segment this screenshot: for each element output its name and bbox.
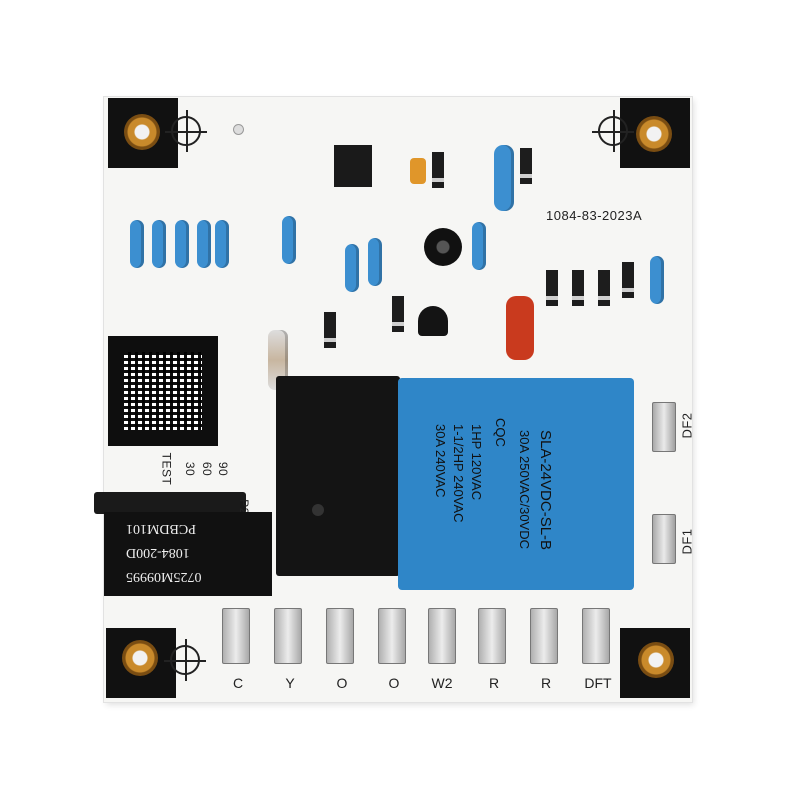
resistor [175, 220, 189, 268]
terminal-label-dft: DFT [584, 675, 612, 691]
terminal-y[interactable] [274, 608, 302, 664]
terminal-w2[interactable] [428, 608, 456, 664]
diode [572, 270, 584, 306]
diode [546, 270, 558, 306]
fiducial-target-icon [592, 110, 634, 152]
sticker-line-2: 1084-200D [126, 545, 190, 560]
black-relay [276, 376, 400, 576]
terminal-label-o-2: O [388, 675, 400, 691]
test-jumper-connector[interactable] [94, 492, 246, 514]
resistor [368, 238, 382, 286]
terminal-r-2[interactable] [530, 608, 558, 664]
time-60-label: 60 [200, 461, 215, 477]
ic-chip [334, 145, 372, 187]
terminal-o-2[interactable] [378, 608, 406, 664]
diode [432, 152, 444, 188]
model-sticker: PCBDM101 1084-200D 0725M09995 [104, 512, 272, 596]
mounting-hole-top-left [124, 114, 160, 150]
fiducial-target-icon [164, 639, 206, 681]
fiducial-target-icon [165, 110, 207, 152]
resistor [197, 220, 211, 268]
small-hole [233, 124, 244, 135]
relay-brand: CQC [493, 418, 508, 447]
relay-rating-1: 30A 250VAC/30VDC [517, 430, 532, 549]
resistor [215, 220, 229, 268]
diode [622, 262, 634, 298]
diode [392, 296, 404, 332]
resistor [345, 244, 359, 292]
terminal-label-w2: W2 [431, 675, 453, 691]
sticker-line-1: PCBDM101 [126, 521, 197, 536]
red-capacitor [506, 296, 534, 360]
transistor [418, 306, 448, 336]
terminal-dft[interactable] [582, 608, 610, 664]
terminal-r-1[interactable] [478, 608, 506, 664]
resistor [152, 220, 166, 268]
resistor [282, 216, 296, 264]
relay-rating-2: 1HP 120VAC [469, 424, 484, 501]
qr-code [108, 336, 218, 446]
diode [324, 312, 336, 348]
mounting-hole-top-right [636, 116, 672, 152]
resistor [472, 222, 486, 270]
terminal-label-r-2: R [540, 675, 552, 691]
df1-terminal[interactable] [652, 514, 676, 564]
part-number-label: 1084-83-2023A [546, 208, 643, 223]
diode [598, 270, 610, 306]
relay-model: SLA-24VDC-SL-B [537, 430, 554, 551]
resistor [268, 330, 288, 390]
resistor [650, 256, 664, 304]
electrolytic-capacitor [424, 228, 462, 266]
diode [520, 148, 532, 184]
terminal-o-1[interactable] [326, 608, 354, 664]
mounting-hole-bottom-right [638, 642, 674, 678]
df1-label: DF1 [679, 528, 695, 555]
terminal-label-c: C [232, 675, 244, 691]
resistor [494, 145, 514, 211]
relay-rating-3: 1-1/2HP 240VAC [451, 424, 466, 523]
time-90-label: 90 [216, 461, 231, 477]
terminal-label-o-1: O [336, 675, 348, 691]
df2-terminal[interactable] [652, 402, 676, 452]
relay-rating-4: 30A 240VAC [433, 424, 448, 498]
time-30-label: 30 [183, 461, 198, 477]
blue-relay: SLA-24VDC-SL-B 30A 250VAC/30VDC 1HP 120V… [398, 378, 634, 590]
resistor [130, 220, 144, 268]
terminal-label-y: Y [285, 675, 295, 691]
orange-capacitor [410, 158, 426, 184]
mounting-hole-bottom-left [122, 640, 158, 676]
terminal-label-r-1: R [488, 675, 500, 691]
sticker-line-3: 0725M09995 [126, 569, 202, 584]
df2-label: DF2 [679, 412, 695, 439]
test-label: TEST [159, 452, 174, 486]
terminal-c[interactable] [222, 608, 250, 664]
